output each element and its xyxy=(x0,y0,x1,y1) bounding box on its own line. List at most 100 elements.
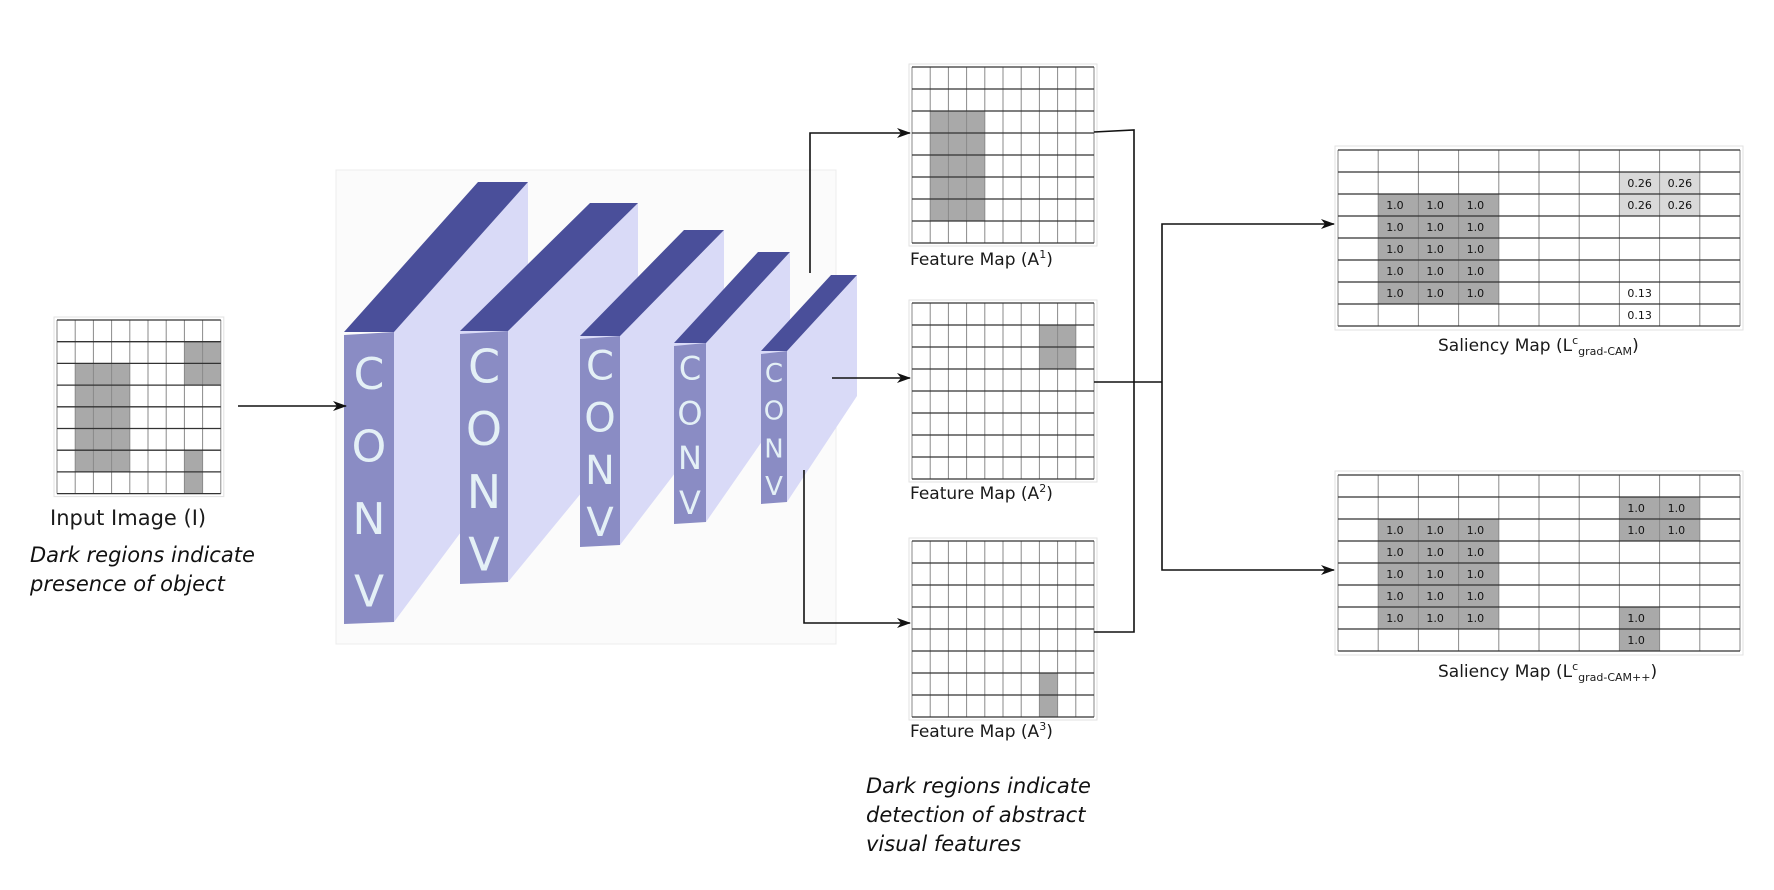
input-image-note: Dark regions indicate presence of object xyxy=(30,541,255,599)
conv-letter: C xyxy=(586,343,614,389)
feature-map-2-shaded-cell xyxy=(1057,325,1076,347)
saliency-cell-value: 1.0 xyxy=(1668,524,1686,537)
fm-caption-sup: 3 xyxy=(1039,720,1047,733)
feature-note-line: visual features xyxy=(866,832,1022,856)
saliency-shaded-cell xyxy=(1418,541,1459,563)
saliency-cell-value: 1.0 xyxy=(1627,634,1645,647)
saliency-shaded-cell xyxy=(1659,194,1700,216)
saliency-shaded-cell xyxy=(1458,282,1499,304)
feature-map-2-frame xyxy=(908,299,1098,483)
sal-caption-close: ) xyxy=(1650,662,1658,682)
feature-map-1-shaded-cell xyxy=(948,177,967,199)
input-image-shaded-cell xyxy=(202,363,221,386)
input-image-shaded-cell xyxy=(111,450,130,472)
saliency-shaded-cell xyxy=(1619,172,1660,194)
input-image-shaded-cell xyxy=(184,471,203,494)
conv-letter: C xyxy=(354,349,385,400)
saliency-map-gradcam-caption: Saliency Map (Lcgrad-CAM) xyxy=(1438,334,1639,358)
input-image-shaded-cell xyxy=(75,428,94,451)
saliency-cell-value: 1.0 xyxy=(1386,199,1404,212)
saliency-shaded-cell xyxy=(1458,519,1499,541)
saliency-shaded-cell xyxy=(1378,607,1419,629)
conv-top-face xyxy=(344,182,528,332)
conv-letter: V xyxy=(765,472,783,502)
input-image-shaded-cell xyxy=(184,341,203,364)
input-image-shaded-cell xyxy=(111,385,130,407)
input-image-shaded-cell xyxy=(75,406,94,429)
conv-letter: N xyxy=(585,448,615,494)
saliency-shaded-cell xyxy=(1418,260,1459,282)
input-image-shaded-cell xyxy=(111,406,130,429)
saliency-frame xyxy=(1334,145,1744,331)
fm-caption-close: ) xyxy=(1046,484,1053,504)
input-image-shaded-cell xyxy=(75,385,94,407)
saliency-cell-value: 1.0 xyxy=(1386,221,1404,234)
saliency-shaded-cell xyxy=(1418,519,1459,541)
feature-map-1-shaded-cell xyxy=(930,111,949,133)
saliency-shaded-cell xyxy=(1378,260,1419,282)
connector-arrows xyxy=(238,128,1335,633)
conv-top-face xyxy=(580,230,724,336)
saliency-cell-value: 1.0 xyxy=(1467,199,1485,212)
conv-front-face xyxy=(761,351,787,504)
saliency-cell-value: 1.0 xyxy=(1386,287,1404,300)
input-note-line: Dark regions indicate xyxy=(30,543,255,567)
saliency-cell-value: 1.0 xyxy=(1386,612,1404,625)
saliency-cell-value: 1.0 xyxy=(1467,221,1485,234)
saliency-cell-value: 1.0 xyxy=(1426,265,1444,278)
conv-front-face xyxy=(580,336,620,547)
conv-letter: C xyxy=(468,339,500,393)
saliency-shaded-cell xyxy=(1378,541,1419,563)
feature-map-1-shaded-cell xyxy=(966,199,985,221)
saliency-cell-value: 1.0 xyxy=(1386,546,1404,559)
input-image-shaded-cell xyxy=(111,428,130,451)
feature-map-2-shaded-cell xyxy=(1039,325,1058,347)
conv-letter: O xyxy=(677,394,702,432)
sal-caption-sub: grad-CAM xyxy=(1578,345,1633,358)
feature-map-3-frame xyxy=(908,537,1098,721)
feature-map-2-caption: Feature Map (A2) xyxy=(910,482,1053,504)
conv-layer-4: C ON V xyxy=(674,252,790,524)
feature-map-2-shaded-cell xyxy=(1057,347,1076,369)
saliency-cell-value: 1.0 xyxy=(1467,568,1485,581)
saliency-cell-value: 0.26 xyxy=(1627,199,1652,212)
input-image-shaded-cell xyxy=(93,450,112,472)
input-image-caption: Input Image (I) xyxy=(50,506,207,530)
saliency-shaded-cell xyxy=(1378,585,1419,607)
conv-letter: N xyxy=(678,439,702,477)
saliency-shaded-cell xyxy=(1458,585,1499,607)
saliency-cell-value: 1.0 xyxy=(1467,287,1485,300)
saliency-cell-value: 1.0 xyxy=(1386,243,1404,256)
conv-letter: C xyxy=(765,359,783,389)
saliency-shaded-cell xyxy=(1418,282,1459,304)
saliency-cell-value: 1.0 xyxy=(1426,287,1444,300)
feature-map-1-frame xyxy=(908,63,1098,247)
feature-note-line: Dark regions indicate xyxy=(866,774,1091,798)
fm-caption-sup: 2 xyxy=(1039,482,1047,495)
input-image-grid xyxy=(53,316,225,498)
sal-caption-sub: grad-CAM++ xyxy=(1578,671,1651,684)
conv-side-face xyxy=(706,252,790,522)
saliency-shaded-cell xyxy=(1418,194,1459,216)
saliency-cell-value: 1.0 xyxy=(1467,590,1485,603)
fm-caption-text: Feature Map (A xyxy=(910,722,1040,742)
conv-front-face xyxy=(460,331,508,584)
conv-letter: N xyxy=(467,465,501,519)
saliency-cell-value: 1.0 xyxy=(1627,502,1645,515)
sal-caption-text: Saliency Map (L xyxy=(1438,336,1573,356)
conv-front-face xyxy=(344,332,394,624)
saliency-shaded-cell xyxy=(1418,216,1459,238)
saliency-cell-value: 1.0 xyxy=(1426,546,1444,559)
saliency-shaded-cell xyxy=(1458,260,1499,282)
saliency-cell-value: 1.0 xyxy=(1467,612,1485,625)
saliency-cell-value: 1.0 xyxy=(1467,546,1485,559)
saliency-cell-value: 1.0 xyxy=(1386,265,1404,278)
conv-top-face xyxy=(761,275,857,351)
saliency-shaded-cell xyxy=(1659,172,1700,194)
feature-map-2-grid xyxy=(908,299,1098,483)
sal-caption-text: Saliency Map (L xyxy=(1438,662,1573,682)
combine-to-gradcampp-arrow xyxy=(1161,382,1335,575)
